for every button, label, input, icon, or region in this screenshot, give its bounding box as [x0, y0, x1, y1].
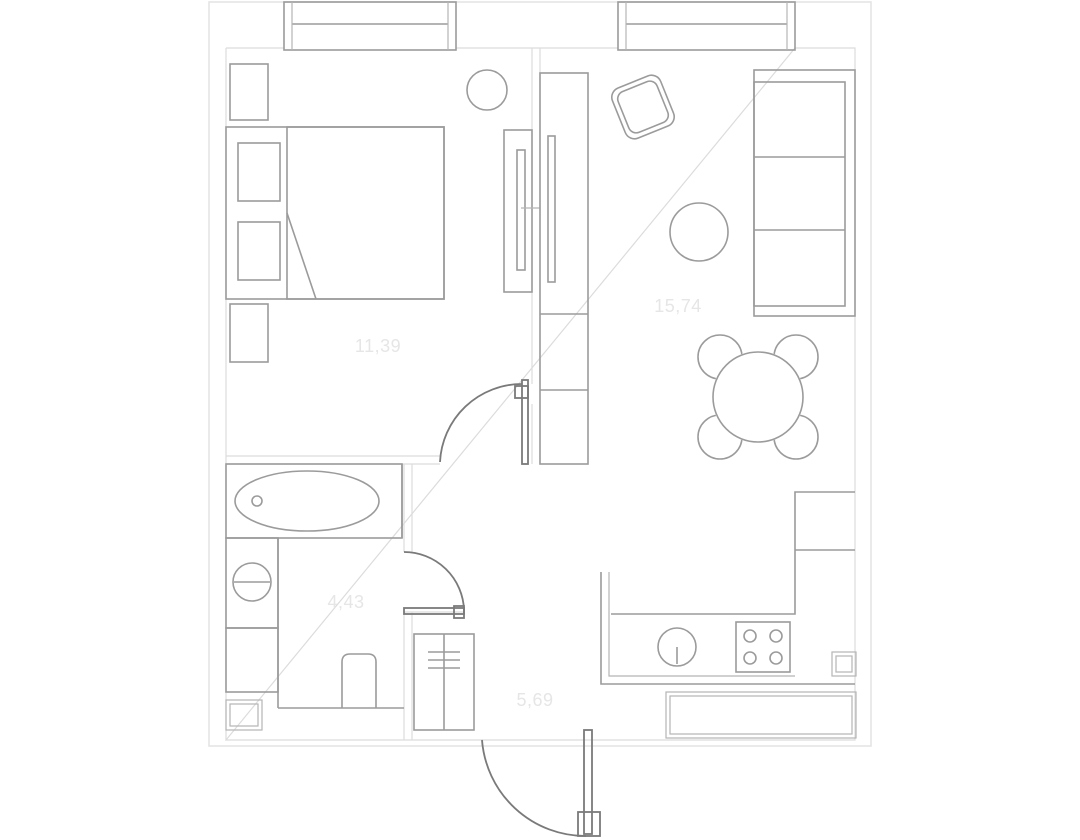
area-label-hallway: 5,69 — [516, 690, 553, 710]
pillow-top — [237, 142, 281, 202]
sofa — [753, 69, 856, 317]
cooktop — [735, 621, 791, 673]
duct — [831, 651, 857, 677]
living-furniture — [539, 69, 856, 465]
window-living — [617, 1, 796, 51]
window-bedroom — [283, 1, 457, 51]
area-label-living: 15,74 — [654, 296, 702, 316]
bedroom-furniture — [225, 63, 540, 363]
entrance-door — [481, 729, 601, 837]
bedroom-door — [439, 379, 529, 465]
sink — [657, 627, 697, 667]
nightstand — [229, 303, 269, 363]
armchair — [610, 74, 676, 140]
double-bed — [225, 126, 445, 300]
radiator — [665, 691, 857, 739]
bathroom-fixtures — [225, 463, 404, 731]
coffee-table — [669, 202, 729, 262]
hallway-furniture — [413, 633, 475, 731]
bathroom-door — [403, 551, 465, 619]
kitchen — [600, 491, 857, 739]
tall-cabinet — [539, 72, 589, 465]
pillow-bottom — [237, 221, 281, 281]
dresser — [229, 63, 269, 121]
wardrobe — [503, 129, 533, 293]
area-label-bathroom: 4,43 — [327, 592, 364, 612]
interior-walls — [226, 48, 541, 740]
toilet — [341, 653, 377, 708]
round-stool — [466, 69, 508, 111]
sink-cabinet — [225, 627, 279, 693]
dining-set — [697, 334, 819, 460]
area-label-bedroom: 11,39 — [355, 336, 401, 356]
shaft — [225, 699, 263, 731]
